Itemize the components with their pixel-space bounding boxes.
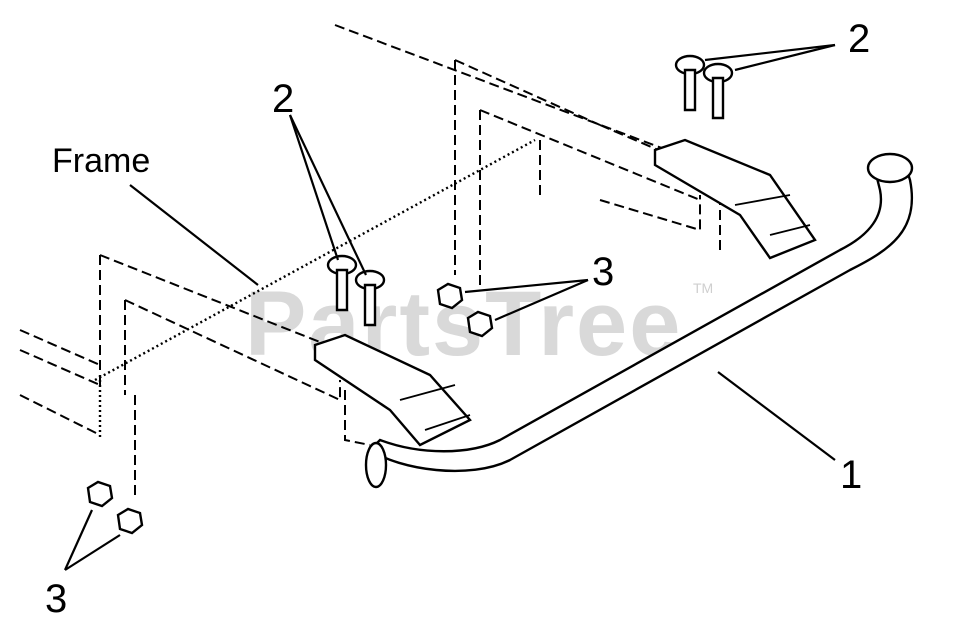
leader-lines xyxy=(63,43,836,571)
watermark-tm: TM xyxy=(693,280,713,296)
frame-outline xyxy=(19,24,761,500)
label-nuts-center: 3 xyxy=(592,250,614,294)
label-frame: Frame xyxy=(52,142,150,180)
nut-icon xyxy=(116,507,144,535)
bumper-bar xyxy=(364,152,914,489)
label-bolts-right: 2 xyxy=(848,17,870,61)
nut-icon xyxy=(86,480,114,508)
bolt-icon xyxy=(674,54,706,112)
bolt-icon xyxy=(326,254,358,312)
nut-icon xyxy=(436,282,464,310)
label-part-1: 1 xyxy=(840,453,862,497)
label-bolts-left: 2 xyxy=(272,77,294,121)
bracket-right xyxy=(653,138,817,260)
nut-icon xyxy=(466,310,494,338)
label-nuts-left: 3 xyxy=(45,577,67,621)
bolt-icon xyxy=(354,269,386,327)
bolt-icon xyxy=(702,62,734,120)
bracket-left xyxy=(313,333,472,447)
watermark: PartsTree xyxy=(245,273,682,375)
